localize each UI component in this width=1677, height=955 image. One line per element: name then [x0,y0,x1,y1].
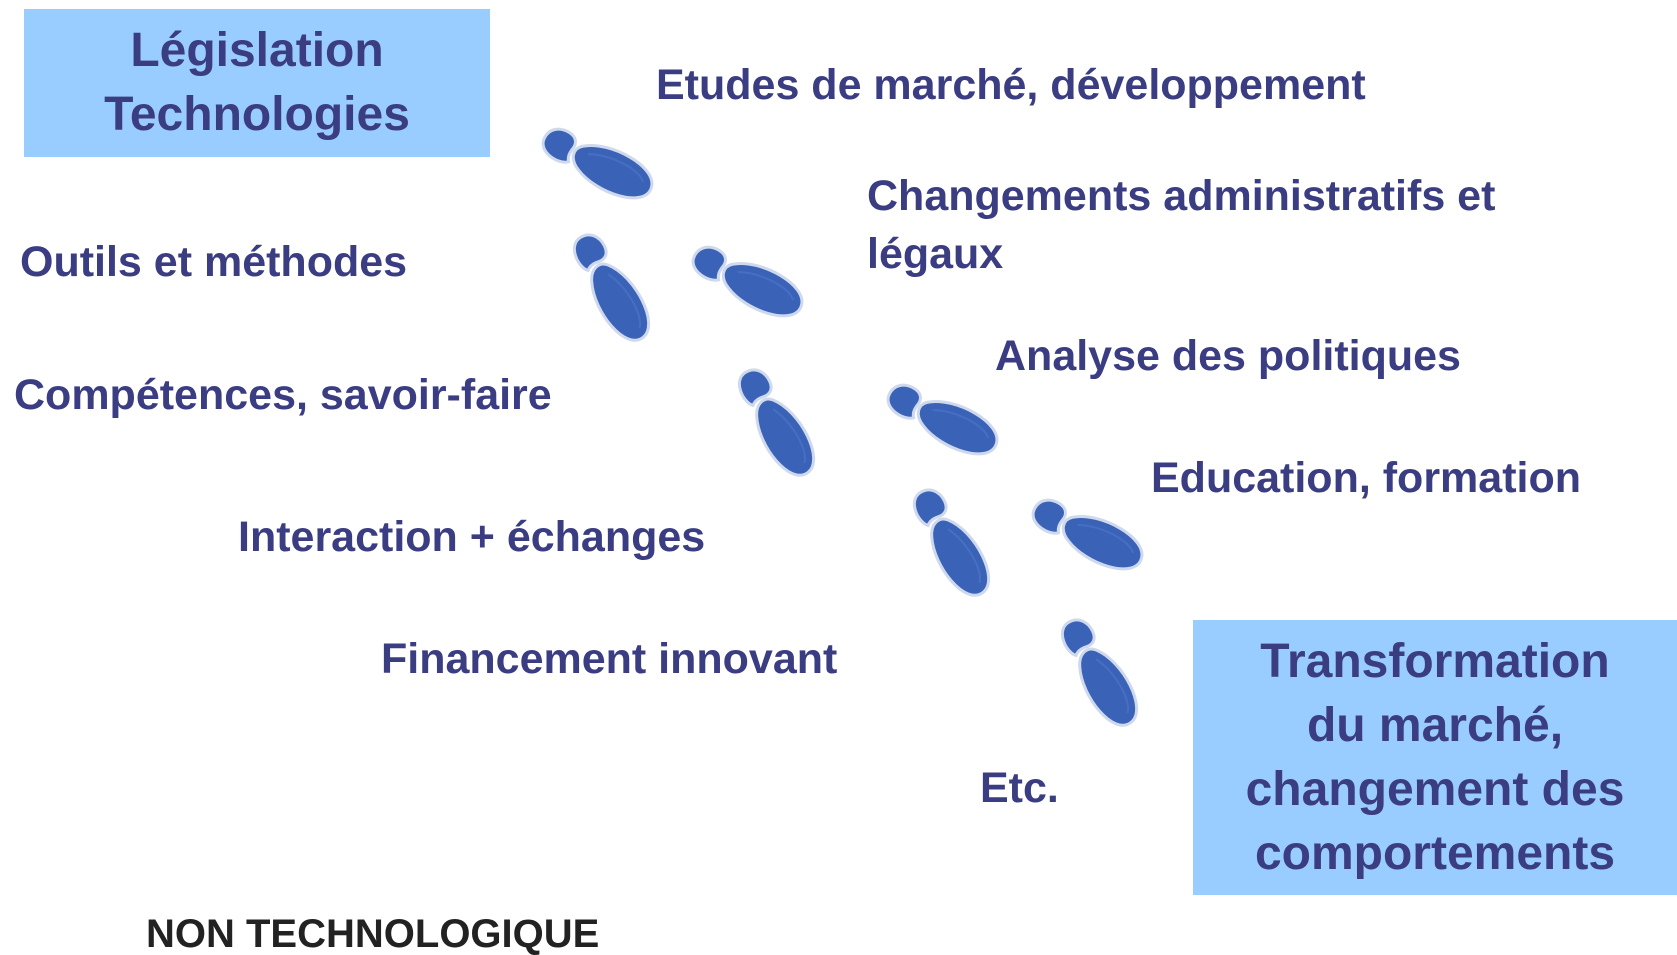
label-changements-line-1: Changements administratifs et [867,172,1496,220]
label-interaction: Interaction + échanges [238,513,706,561]
end-box-line-2: du marché, [1306,698,1564,752]
end-box-line-4: comportements [1254,826,1616,880]
start-box-line-2: Technologies [104,88,410,141]
footprint-icon [725,360,826,486]
label-outils: Outils et méthodes [20,238,408,286]
footprint-icon [900,480,1001,606]
footprint-icon [1023,490,1151,581]
end-box-line-1: Transformation [1260,634,1610,688]
footprint-icon [683,237,811,328]
start-box: Législation Technologies [24,9,490,157]
label-etudes: Etudes de marché, développement [656,61,1366,109]
end-box-line-3: changement des [1245,762,1625,816]
footprint-icon [560,225,661,351]
label-changements-line-2: légaux [867,230,1004,278]
label-etc: Etc. [980,764,1059,812]
footer-label: NON TECHNOLOGIQUE [146,912,600,955]
end-box: Transformation du marché, changement des… [1193,620,1677,895]
label-financement: Financement innovant [381,635,838,683]
label-analyse: Analyse des politiques [995,332,1461,380]
label-education: Education, formation [1151,454,1581,502]
footprint-icon [533,119,661,210]
start-box-line-1: Législation [130,24,384,77]
label-competences: Compétences, savoir-faire [14,371,552,419]
footprint-icon [878,375,1006,466]
footprint-icon [1048,610,1149,736]
